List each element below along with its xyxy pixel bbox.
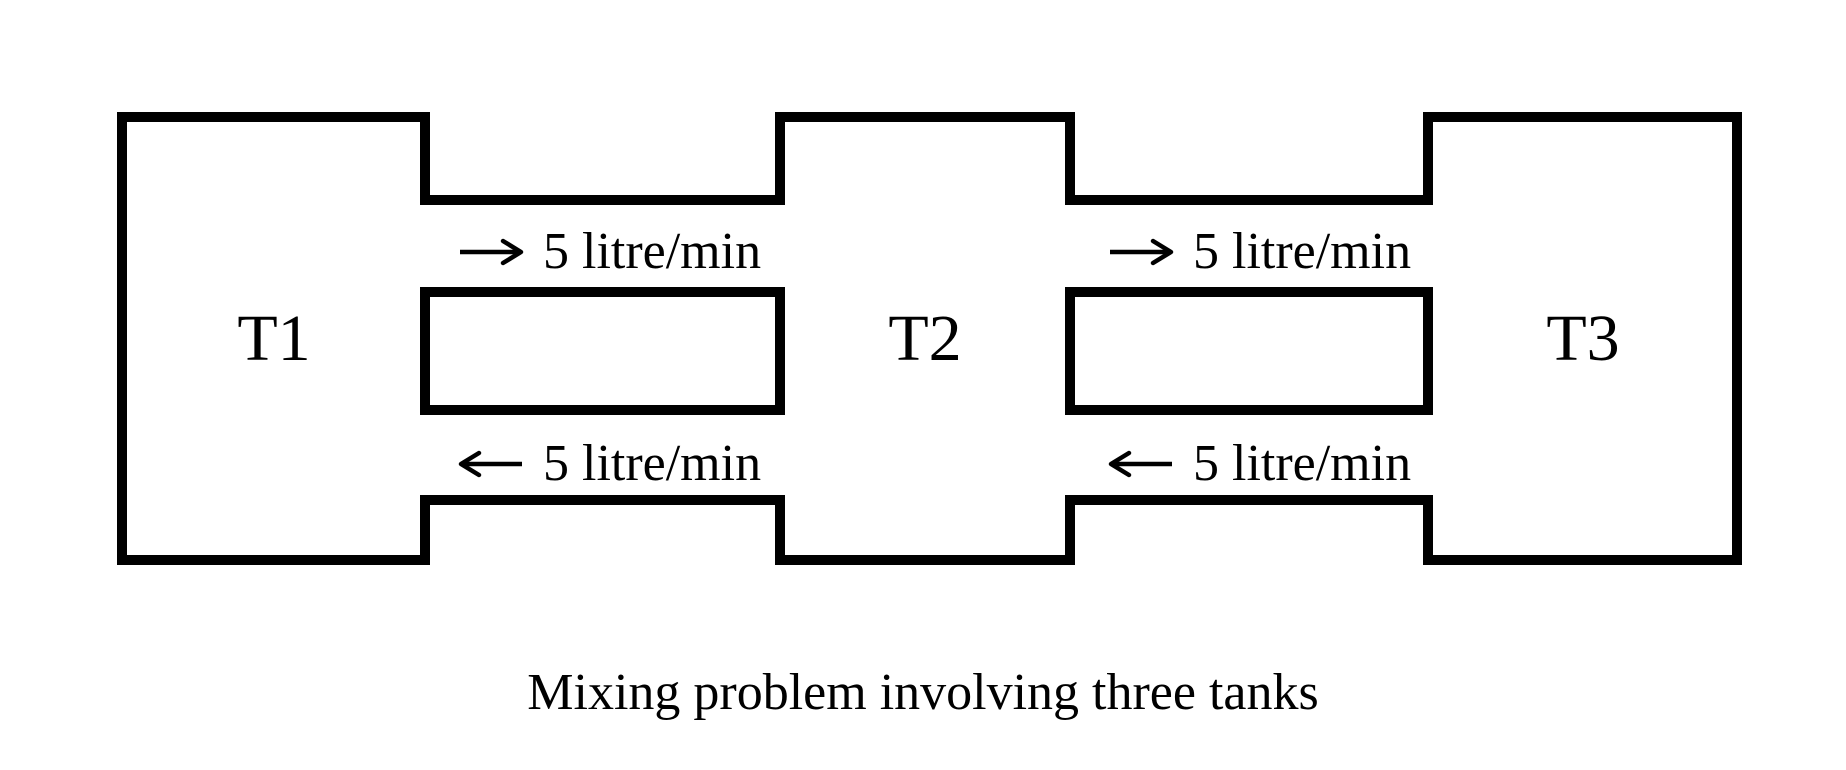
tank-t1-left-wall (117, 112, 127, 565)
tank-t1-label: T1 (237, 302, 311, 375)
tank-t2-left-wall-upper (775, 112, 785, 205)
tank-t2-right-wall-upper (1065, 112, 1075, 205)
tank-t1-top-wall (117, 112, 430, 122)
tank-t3-left-wall-upper (1423, 112, 1433, 205)
pipe-t1-t2-bottom-wall (420, 495, 785, 505)
left-arrow-icon (1108, 450, 1172, 478)
tank-t2-right-wall-lower (1065, 495, 1075, 565)
flow-rate-label: 5 litre/min (1193, 223, 1412, 280)
tank-t2-bottom-wall (775, 555, 1075, 565)
flow-t3-to-t2: 5 litre/min (1108, 435, 1412, 492)
flow-t2-to-t3: 5 litre/min (1108, 223, 1412, 280)
flow-rate-label: 5 litre/min (543, 435, 762, 492)
tank-t3-label: T3 (1546, 302, 1620, 375)
flow-t2-to-t1: 5 litre/min (458, 435, 762, 492)
pipe-t1-t2-top-wall (420, 195, 785, 205)
right-arrow-icon (460, 238, 524, 266)
flow-rate-label: 5 litre/min (543, 223, 762, 280)
left-arrow-icon (458, 450, 522, 478)
figure-caption: Mixing problem involving three tanks (527, 664, 1319, 721)
tank-t1-right-wall-upper (420, 112, 430, 205)
pipe-t2-t3-top-wall (1065, 195, 1433, 205)
tank-t2-label: T2 (888, 302, 962, 375)
tank-t3-right-wall (1732, 112, 1742, 565)
flow-rate-label: 5 litre/min (1193, 435, 1412, 492)
right-arrow-icon (1110, 238, 1174, 266)
tank-t3-top-wall (1423, 112, 1742, 122)
pipe-t2-t3-baffle (1065, 287, 1433, 415)
tank-t3-bottom-wall (1423, 555, 1742, 565)
pipe-t2-t3-bottom-wall (1065, 495, 1433, 505)
flow-t1-to-t2: 5 litre/min (458, 223, 762, 280)
tank-t1-right-wall-lower (420, 495, 430, 565)
tank-t2-top-wall (775, 112, 1075, 122)
tank-t3-left-wall-lower (1423, 495, 1433, 565)
tank-t1-bottom-wall (117, 555, 430, 565)
pipe-t1-t2-baffle (420, 287, 785, 415)
tank-t2-left-wall-lower (775, 495, 785, 565)
